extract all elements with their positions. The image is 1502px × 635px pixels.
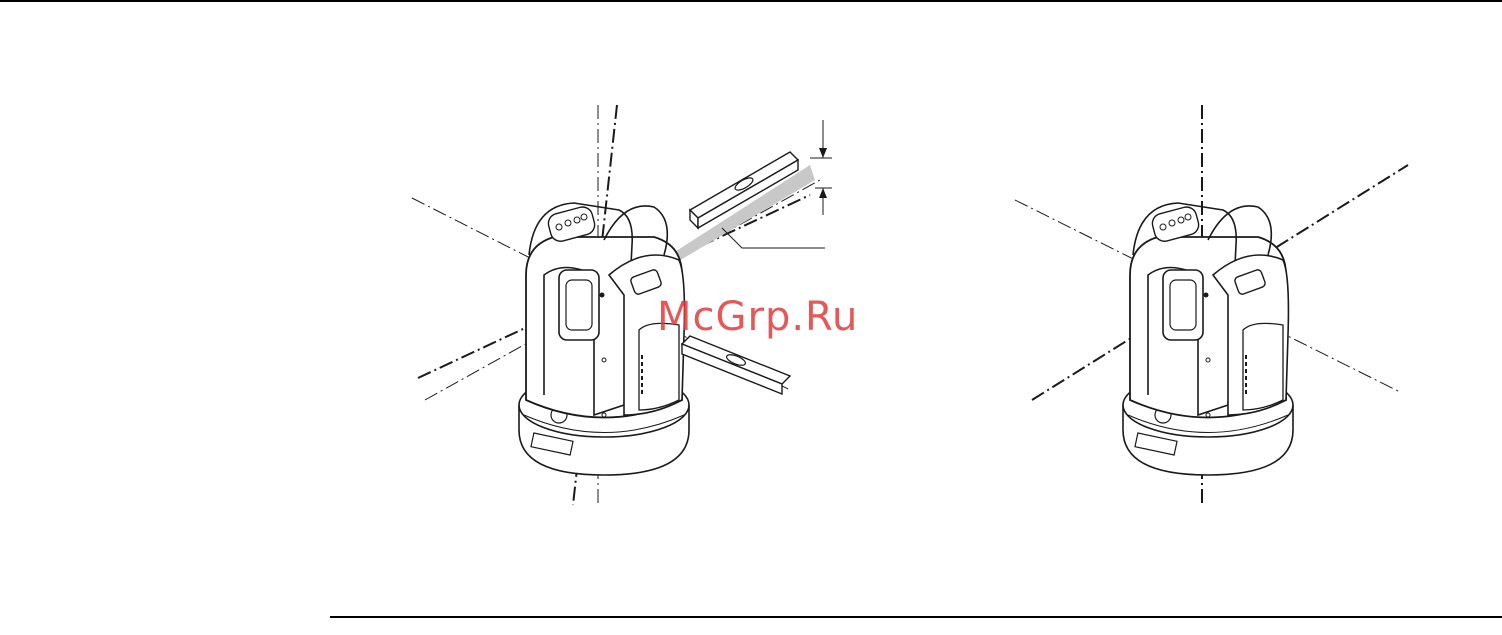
watermark-text: McGrp.Ru [657, 294, 858, 340]
callout-leader-line [722, 228, 825, 248]
footer-rule [330, 616, 1502, 618]
tilt-dimension-marker [810, 120, 832, 215]
spirit-level-lower [682, 336, 790, 394]
instrument-leveled-figure [1015, 105, 1408, 505]
